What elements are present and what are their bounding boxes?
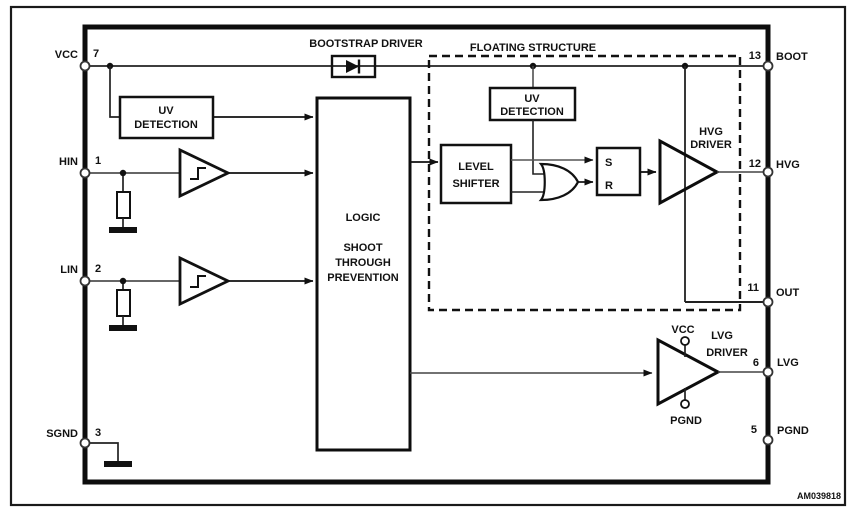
logic-box [315,96,412,452]
lvg-pgnd-terminal [680,399,690,409]
pin-circle-pgnd [762,434,774,446]
pin-number-lvg: 6 [753,357,759,369]
hvg-driver-icon [658,138,721,206]
lin-schmitt-trigger-icon [178,255,232,307]
uvfloat-to-or-wire [532,120,546,175]
pin-number-boot: 13 [749,50,761,62]
bootstrap-driver-label: BOOTSTRAP DRIVER [309,38,423,50]
pin-circle-sgnd [79,437,91,449]
sr-latch-set-label: S [605,157,612,169]
pin-label-hin: HIN [59,156,78,168]
pin-label-pgnd: PGND [777,425,809,437]
sr-latch-box [595,146,642,197]
bootstrap-diode-box [330,54,377,79]
junction-dot [119,169,127,177]
pin-number-out: 11 [747,282,759,294]
pin-label-vcc: VCC [55,49,78,61]
junction-dot [119,277,127,285]
lvg-driver-line2: DRIVER [706,347,748,359]
uv-main-line2: DETECTION [134,119,198,131]
pin-label-boot: BOOT [776,51,808,63]
pin-circle-lvg [762,366,774,378]
sgnd-wire [85,442,119,461]
pin-circle-hin [79,167,91,179]
lvg-driver-icon [656,337,722,407]
lvg-vcc-terminal [680,336,690,346]
level-shifter-line1: LEVEL [458,161,494,173]
lvg-pgnd-label: PGND [670,415,702,427]
sr-latch-reset-label: R [605,180,613,192]
pin-circle-lin [79,275,91,287]
hysteresis-glyph [190,275,206,288]
lvg-driver-line1: LVG [711,330,733,342]
lvg-vcc-label: VCC [671,324,694,336]
pin-label-lvg: LVG [777,357,799,369]
vcc-to-uv-wire [109,66,120,118]
pin-label-out: OUT [776,287,800,299]
hysteresis-glyph [190,167,206,180]
uv-main-line1: UV [158,105,174,117]
ic-boundary [82,24,771,485]
logic-line3: THROUGH [335,257,391,269]
figure-border [9,5,847,507]
floating-structure-outline [427,54,742,312]
floating-structure-label: FLOATING STRUCTURE [470,42,596,54]
hvg-driver-line2: DRIVER [690,139,732,151]
logic-line2: SHOOT [343,242,382,254]
pin-number-hin: 1 [95,155,101,167]
uv-detection-main-box [118,95,215,140]
pin-number-vcc: 7 [93,48,99,60]
pin-circle-vcc [79,60,91,72]
hin-schmitt-trigger-icon [178,147,232,199]
logic-line1: LOGIC [346,212,381,224]
pin-number-hvg: 12 [749,158,761,170]
figure-code: AM039818 [797,491,841,501]
uv-float-line1: UV [524,93,540,105]
pin-circle-boot [762,60,774,72]
pin-label-hvg: HVG [776,159,800,171]
level-shifter-line2: SHIFTER [452,178,499,190]
pin-label-lin: LIN [60,264,78,276]
or-gate-icon [538,162,580,202]
pin-label-sgnd: SGND [46,428,78,440]
hin-pulldown-resistor [116,191,131,219]
uv-float-line2: DETECTION [500,106,564,118]
hvg-driver-line1: HVG [699,126,723,138]
pin-number-lin: 2 [95,263,101,275]
pin-circle-hvg [762,166,774,178]
pin-number-sgnd: 3 [95,427,101,439]
diode-icon [346,60,359,73]
lin-pulldown-resistor [116,289,131,317]
logic-line4: PREVENTION [327,272,399,284]
level-shifter-box [439,143,513,205]
pin-circle-out [762,296,774,308]
pin-number-pgnd: 5 [751,424,757,436]
